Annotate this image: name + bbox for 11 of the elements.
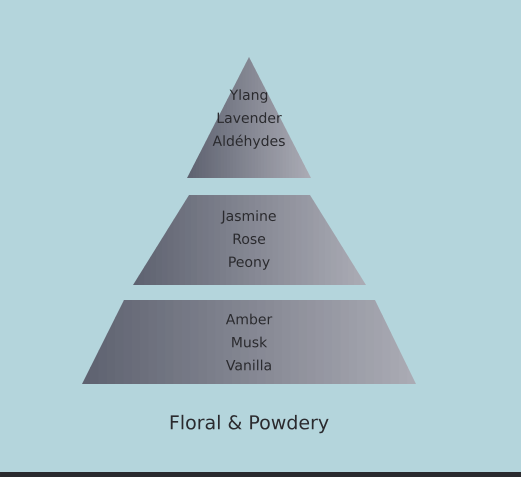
pyramid-layer: Amber Musk Vanilla — [82, 300, 416, 384]
caption: Floral & Powdery — [170, 414, 329, 434]
node-label: Vanilla — [226, 360, 271, 370]
node-label: Peony — [229, 256, 270, 270]
node-label: Musk — [232, 336, 268, 348]
node-label: Rose — [234, 234, 266, 244]
node-label: Ylang — [230, 89, 268, 103]
node-label: Aldéhydes — [212, 134, 285, 149]
node-label: Amber — [226, 314, 272, 324]
pyramid-layer: Jasmine Rose Peony — [133, 195, 366, 285]
node-label: Jasmine — [220, 210, 276, 224]
